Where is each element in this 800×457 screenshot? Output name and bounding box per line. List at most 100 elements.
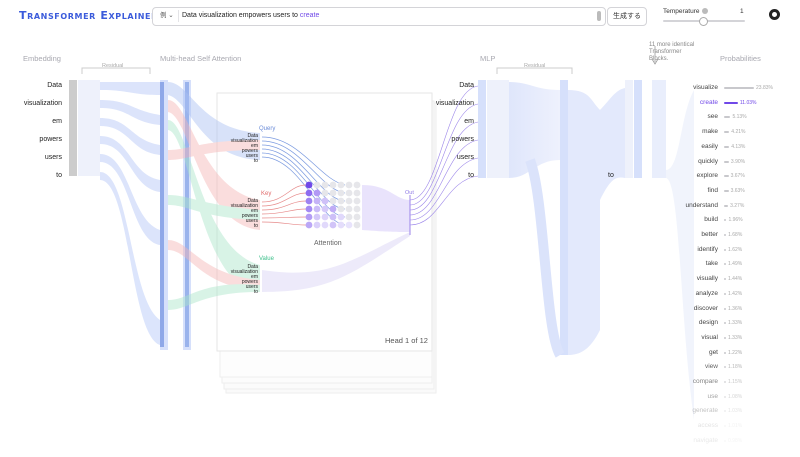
probability-bar xyxy=(724,131,730,134)
key-token-label: Data xyxy=(247,198,258,204)
probability-word[interactable]: compare xyxy=(692,378,718,385)
query-token-label: visualization xyxy=(230,138,258,144)
mlp-token[interactable]: to xyxy=(468,172,474,179)
mlp-token[interactable]: users xyxy=(456,154,474,161)
probability-word[interactable]: access xyxy=(697,422,718,430)
probability-word[interactable]: build xyxy=(704,216,718,224)
probability-percent: 1.18% xyxy=(728,364,743,371)
temperature-value: 1 xyxy=(740,8,744,15)
embedding-token[interactable]: to xyxy=(56,172,62,179)
note-arrowhead xyxy=(651,58,659,65)
info-icon[interactable] xyxy=(701,8,708,15)
probability-bar xyxy=(724,116,731,119)
note-line-1: 11 more identical xyxy=(649,42,695,48)
temperature-slider-thumb[interactable] xyxy=(699,17,708,26)
probability-bar xyxy=(724,219,727,222)
probability-percent: 1.15% xyxy=(728,379,743,385)
value-token-label: visualization xyxy=(230,269,258,275)
probability-bar xyxy=(724,248,727,251)
probability-word[interactable]: discover xyxy=(693,304,718,312)
probability-word[interactable]: explore xyxy=(696,172,718,180)
probability-bar xyxy=(724,381,726,383)
attention-title: Multi-head Self Attention xyxy=(160,54,242,63)
mlp-token[interactable]: powers xyxy=(451,136,474,143)
probability-word[interactable]: better xyxy=(701,231,718,238)
probability-word[interactable]: generate xyxy=(692,407,718,415)
embedding-token[interactable]: visualization xyxy=(23,100,62,107)
probability-word[interactable]: see xyxy=(707,113,718,121)
probability-word[interactable]: understand xyxy=(685,201,718,209)
probability-bar xyxy=(724,278,726,281)
probability-bar xyxy=(724,263,726,266)
probability-word[interactable]: design xyxy=(698,319,718,327)
embedding-title: Embedding xyxy=(23,54,61,63)
mlp-token[interactable]: em xyxy=(464,118,474,125)
probability-word[interactable]: quickly xyxy=(698,157,718,165)
probability-percent: 1.22% xyxy=(728,349,743,356)
probability-word[interactable]: get xyxy=(708,348,718,356)
probability-percent: 1.08% xyxy=(728,393,743,400)
probability-word[interactable]: visualize xyxy=(693,84,718,91)
probability-bar xyxy=(724,160,729,163)
probability-word[interactable]: use xyxy=(707,392,718,400)
residual-label-1: Residual xyxy=(102,63,124,69)
probabilities-title: Probabilities xyxy=(720,54,761,63)
key-token-label: powers xyxy=(241,213,258,219)
probability-percent: 4.21% xyxy=(731,129,746,136)
probability-percent: 4.13% xyxy=(731,143,746,150)
probability-word[interactable]: visually xyxy=(696,275,718,283)
embedding-token[interactable]: users xyxy=(44,154,62,161)
probability-bar xyxy=(724,87,754,89)
probability-percent: 23.83% xyxy=(756,85,773,91)
head-indicator[interactable]: Head 1 of 12 xyxy=(385,336,428,345)
probability-word[interactable]: analyze xyxy=(695,289,718,297)
query-token-label: users xyxy=(245,153,258,159)
probability-word[interactable]: take xyxy=(705,260,718,268)
note-line-2: Transformer xyxy=(649,49,682,55)
probability-word[interactable]: easily xyxy=(701,142,718,150)
probability-bar xyxy=(724,336,726,339)
probability-percent: 3.90% xyxy=(730,158,746,165)
probability-percent: 1.33% xyxy=(728,320,743,327)
probability-word[interactable]: visual xyxy=(701,333,718,341)
probability-bar xyxy=(724,351,726,354)
github-icon[interactable] xyxy=(769,9,780,20)
key-label: Key xyxy=(261,191,272,197)
value-token-label: users xyxy=(245,284,258,290)
embedding-token[interactable]: powers xyxy=(39,136,62,143)
probability-bar xyxy=(724,292,726,295)
probability-percent: 1.44% xyxy=(728,276,743,283)
mlp-title: MLP xyxy=(480,54,496,63)
generate-button[interactable]: 生成する xyxy=(607,7,647,26)
mlp-token[interactable]: Data xyxy=(459,82,474,89)
temperature-label-text: Temperature xyxy=(663,8,700,15)
probability-bar xyxy=(724,410,726,413)
probability-word[interactable]: find xyxy=(707,186,718,194)
probability-word[interactable]: make xyxy=(702,128,718,136)
key-token-label: em xyxy=(251,208,258,214)
probability-bar xyxy=(724,439,726,442)
embedding-token[interactable]: em xyxy=(52,118,62,125)
probability-flow xyxy=(666,90,694,420)
probability-word[interactable]: navigate xyxy=(693,436,718,444)
probability-bar xyxy=(724,145,730,148)
probability-bar xyxy=(724,366,726,369)
query-token-label: to xyxy=(253,158,258,164)
prompt-next-token: create xyxy=(299,12,320,19)
probability-word[interactable]: identify xyxy=(697,245,718,253)
mlp-token[interactable]: visualization xyxy=(435,100,474,107)
prompt-input[interactable]: 例 ⌄ Data visualization empowers users to… xyxy=(152,7,606,26)
probability-word[interactable]: view xyxy=(704,363,718,371)
probability-percent: 1.01% xyxy=(728,423,743,430)
probability-bar xyxy=(724,425,726,428)
top-bar: Transformer Explainer 例 ⌄ Data visualiza… xyxy=(0,0,800,32)
residual-label-2: Residual xyxy=(524,63,546,69)
probability-word[interactable]: create xyxy=(699,98,718,106)
embedding-token[interactable]: Data xyxy=(47,82,62,89)
probability-bar xyxy=(724,175,729,178)
example-dropdown-button[interactable]: 例 ⌄ xyxy=(156,10,179,22)
probability-percent: 11.03% xyxy=(739,99,757,106)
probability-percent: 1.36% xyxy=(728,305,743,312)
probability-bar xyxy=(724,322,726,325)
